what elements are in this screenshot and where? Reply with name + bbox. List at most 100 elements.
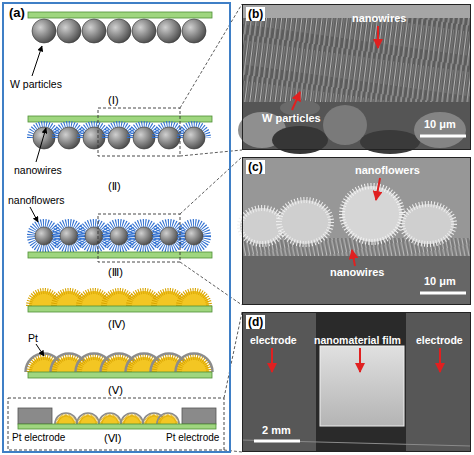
annotation: (Ⅵ) bbox=[104, 432, 121, 445]
red-arrow bbox=[377, 26, 379, 48]
sem-image-b bbox=[238, 4, 471, 154]
nanowire-particle bbox=[180, 124, 208, 149]
w-particle-blob bbox=[323, 105, 367, 145]
nanowire-particle bbox=[155, 124, 183, 149]
nanowire-particle bbox=[130, 124, 158, 149]
annotation: (Ⅳ) bbox=[108, 318, 125, 331]
red-arrow bbox=[439, 348, 441, 372]
substrate bbox=[28, 306, 212, 312]
zoom-line bbox=[180, 150, 242, 156]
pt-coated-flowers bbox=[26, 354, 213, 373]
substrate bbox=[28, 372, 212, 378]
nanoflower bbox=[31, 223, 57, 249]
nanowire-particles bbox=[30, 124, 208, 149]
nanoflower-clump bbox=[279, 200, 331, 244]
pt-electrode bbox=[18, 408, 52, 424]
wo3-flowers bbox=[29, 291, 209, 306]
sem-annotation: nanowires bbox=[330, 266, 384, 279]
leader-arrow bbox=[32, 46, 42, 76]
w-particle-blob bbox=[360, 130, 420, 154]
w-particle bbox=[107, 19, 131, 43]
w-particle bbox=[82, 19, 106, 43]
sem-annotation: nanoflowers bbox=[355, 164, 420, 177]
nanoflower bbox=[131, 223, 157, 249]
nanoflower bbox=[106, 223, 132, 249]
w-particle bbox=[157, 19, 181, 43]
pt-flower bbox=[55, 413, 77, 424]
annotation: (Ⅰ) bbox=[108, 94, 119, 107]
sem-annotation: 10 μm bbox=[424, 275, 456, 288]
w-particle bbox=[57, 19, 81, 43]
pt-flower bbox=[121, 413, 143, 424]
nanoflower-clump bbox=[342, 186, 402, 242]
w-particles bbox=[32, 19, 206, 43]
panel-label: (a) bbox=[7, 6, 27, 20]
panel-label: (b) bbox=[246, 7, 265, 21]
substrate bbox=[242, 256, 471, 305]
nanoflower-clump bbox=[240, 208, 284, 244]
zoom-box bbox=[98, 214, 180, 262]
annotation: (Ⅴ) bbox=[108, 384, 123, 397]
pt-flower bbox=[99, 413, 121, 424]
sem-image-d bbox=[242, 312, 471, 452]
panel-label: (d) bbox=[246, 315, 265, 329]
substrate bbox=[18, 424, 216, 429]
substrate bbox=[28, 12, 212, 18]
zoom-line bbox=[180, 262, 242, 305]
w-particle bbox=[182, 19, 206, 43]
annotation: nanowires bbox=[14, 164, 62, 176]
sem-annotation: electrode bbox=[250, 334, 297, 346]
red-arrow bbox=[352, 250, 355, 266]
nanoflower bbox=[181, 223, 207, 249]
scale-bar bbox=[420, 135, 466, 138]
annotation: Pt electrode bbox=[12, 432, 65, 444]
red-arrow bbox=[359, 348, 361, 372]
nanoflower-particles bbox=[31, 223, 207, 249]
edge-line bbox=[242, 440, 471, 446]
sem-annotation: 10 μm bbox=[424, 118, 456, 131]
pt-flower bbox=[77, 413, 99, 424]
annotation: Pt bbox=[28, 332, 38, 344]
electrode-region bbox=[406, 312, 471, 452]
scale-bar bbox=[420, 292, 466, 295]
substrate bbox=[28, 116, 212, 122]
sem-annotation: electrode bbox=[416, 334, 463, 346]
sem-background bbox=[242, 312, 471, 452]
pt-electrode bbox=[182, 408, 216, 424]
nanowire-particle bbox=[105, 124, 133, 149]
substrate bbox=[28, 252, 212, 258]
zoom-box bbox=[8, 398, 224, 450]
pt-flower bbox=[157, 413, 179, 424]
electrode-region bbox=[242, 312, 316, 452]
zoom-line bbox=[224, 312, 242, 398]
nanoflower bbox=[81, 223, 107, 249]
sem-annotation: nanomaterial film bbox=[314, 334, 401, 346]
annotation: W particles bbox=[10, 78, 62, 90]
annotation: (Ⅱ) bbox=[108, 180, 121, 193]
annotation: Pt electrode bbox=[166, 432, 219, 444]
nanowire-particle bbox=[80, 124, 108, 149]
annotation: nanoflowers bbox=[8, 194, 65, 206]
sem-annotation: W particles bbox=[262, 112, 321, 125]
panel-label: (c) bbox=[246, 160, 265, 174]
annotation: (Ⅲ) bbox=[108, 266, 123, 279]
w-particle bbox=[132, 19, 156, 43]
zoom-line bbox=[180, 4, 242, 108]
w-particle-blob bbox=[414, 112, 466, 148]
film-region bbox=[320, 346, 404, 426]
sem-image-c bbox=[240, 157, 471, 305]
zoom-box bbox=[98, 108, 180, 156]
leader-arrow bbox=[30, 207, 38, 222]
red-arrow bbox=[376, 178, 380, 200]
sem-annotation: nanowires bbox=[352, 12, 406, 25]
nanoflower bbox=[156, 223, 182, 249]
nanoflower bbox=[56, 223, 82, 249]
zoom-line bbox=[180, 157, 242, 214]
zoom-lines bbox=[180, 4, 242, 452]
pt-flower bbox=[176, 354, 213, 373]
w-particle bbox=[32, 19, 56, 43]
nanowire-layer bbox=[242, 18, 471, 102]
